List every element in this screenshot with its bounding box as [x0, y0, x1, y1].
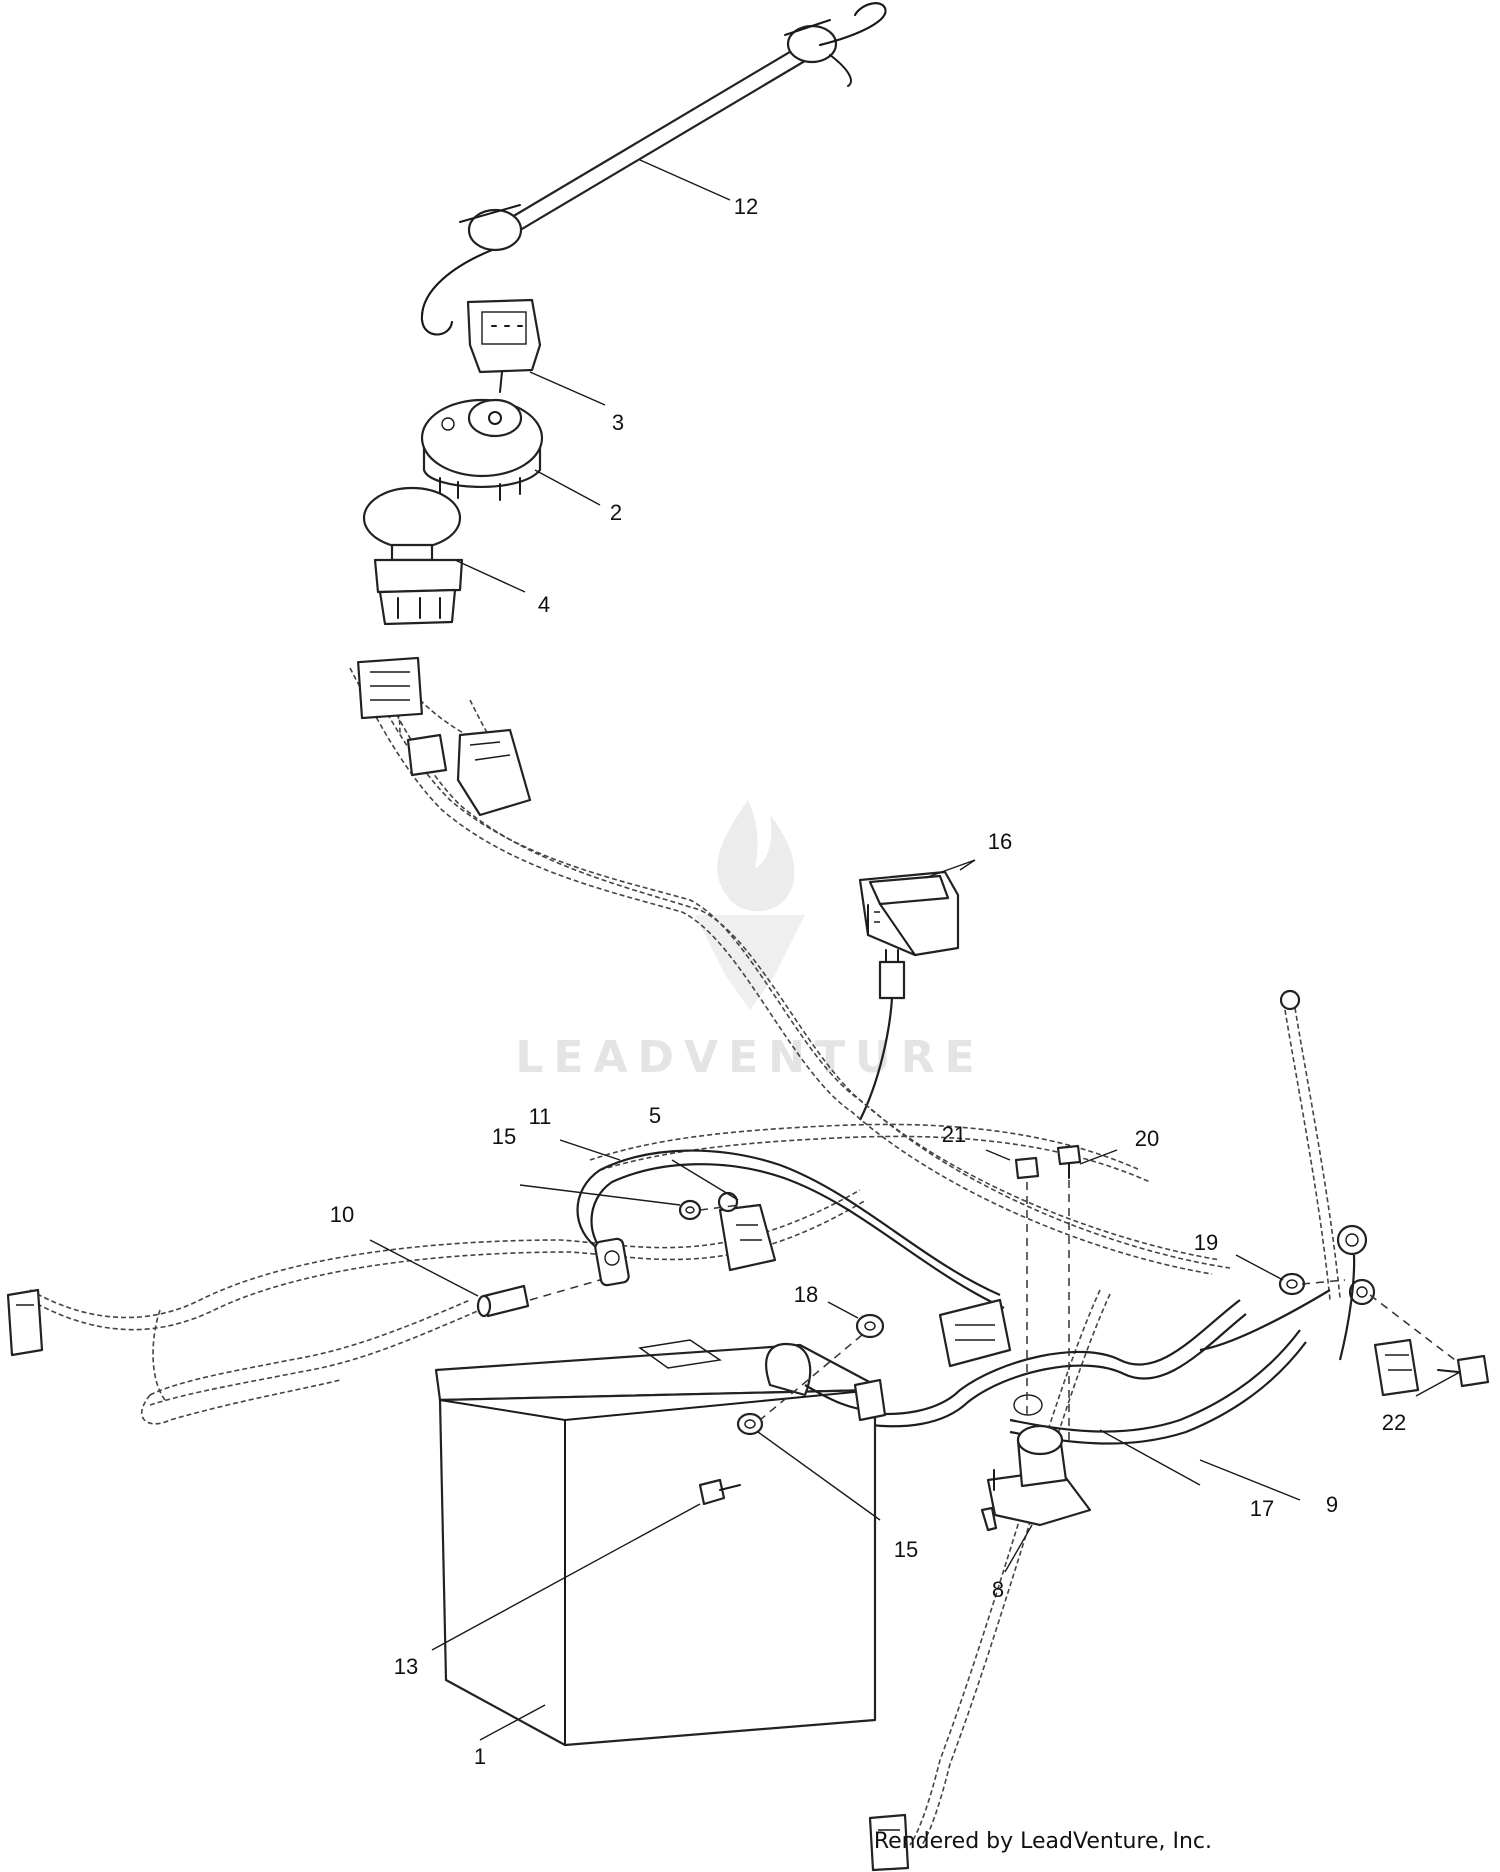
callout-11: 11	[529, 1104, 552, 1129]
callout-8: 8	[992, 1577, 1004, 1602]
part-20-bolt[interactable]	[1056, 1144, 1082, 1179]
callout-18: 18	[794, 1282, 818, 1307]
part-17-wire-harness[interactable]	[29, 664, 1341, 1849]
assembly-lines	[529, 1180, 1456, 1440]
callout-3: 3	[612, 410, 624, 435]
callout-13: 13	[394, 1654, 418, 1679]
ring-terminals[interactable]	[1279, 989, 1376, 1361]
part-3-key[interactable]	[466, 298, 542, 393]
callout-labels: 12 3 2 4 16 11 15 5 10 18 21 20 19 22 17…	[330, 194, 1406, 1769]
callout-5: 5	[649, 1103, 661, 1128]
part-21-nut[interactable]	[1014, 1156, 1040, 1180]
part-22-bolt[interactable]	[1437, 1354, 1490, 1388]
harness-connectors-upper[interactable]	[357, 656, 532, 817]
part-4-pto-switch[interactable]	[362, 486, 464, 626]
part-5-terminal[interactable]	[717, 1191, 777, 1272]
callout-1: 1	[474, 1744, 486, 1769]
part-15-washer-upper[interactable]	[678, 1199, 702, 1221]
part-9-ground-cable[interactable]	[849, 1289, 1331, 1445]
part-8-starter-solenoid[interactable]	[980, 1394, 1092, 1532]
harness-connector-left[interactable]	[6, 1288, 44, 1357]
callout-22: 22	[1382, 1410, 1406, 1435]
part-12-rod[interactable]	[420, 2, 887, 336]
callout-19: 19	[1194, 1230, 1218, 1255]
callout-12: 12	[734, 194, 758, 219]
callout-17: 17	[1250, 1496, 1274, 1521]
watermark-flame-icon	[695, 800, 805, 1010]
part-10-terminal-boot[interactable]	[476, 1284, 530, 1318]
callout-21: 21	[942, 1122, 966, 1147]
leader-lines	[369, 159, 1461, 1741]
part-18-nut[interactable]	[855, 1313, 885, 1339]
callout-20: 20	[1135, 1126, 1159, 1151]
callout-16: 16	[988, 829, 1012, 854]
callout-9: 9	[1326, 1492, 1338, 1517]
watermark: LEADVENTURE	[515, 800, 984, 1083]
callout-15-lower: 15	[894, 1537, 918, 1562]
watermark-text: LEADVENTURE	[515, 1032, 984, 1083]
callout-15-upper: 15	[492, 1124, 516, 1149]
callout-10: 10	[330, 1202, 354, 1227]
harness-connector-center[interactable]	[938, 1298, 1012, 1368]
part-11-battery-cable[interactable]	[576, 1149, 1005, 1309]
callout-4: 4	[538, 592, 550, 617]
part-13-bolt[interactable]	[698, 1478, 741, 1506]
part-15-washer-lower[interactable]	[736, 1412, 764, 1436]
harness-connector-right[interactable]	[1373, 1338, 1420, 1397]
callout-2: 2	[610, 500, 622, 525]
part-16-hour-meter[interactable]	[858, 870, 960, 1121]
harness-connector-bottom[interactable]	[868, 1813, 910, 1872]
part-2-ignition-switch[interactable]	[420, 398, 544, 501]
render-credit: Rendered by LeadVenture, Inc.	[873, 1829, 1212, 1854]
part-1-battery[interactable]	[434, 1339, 887, 1747]
part-19-nut[interactable]	[1278, 1272, 1306, 1296]
